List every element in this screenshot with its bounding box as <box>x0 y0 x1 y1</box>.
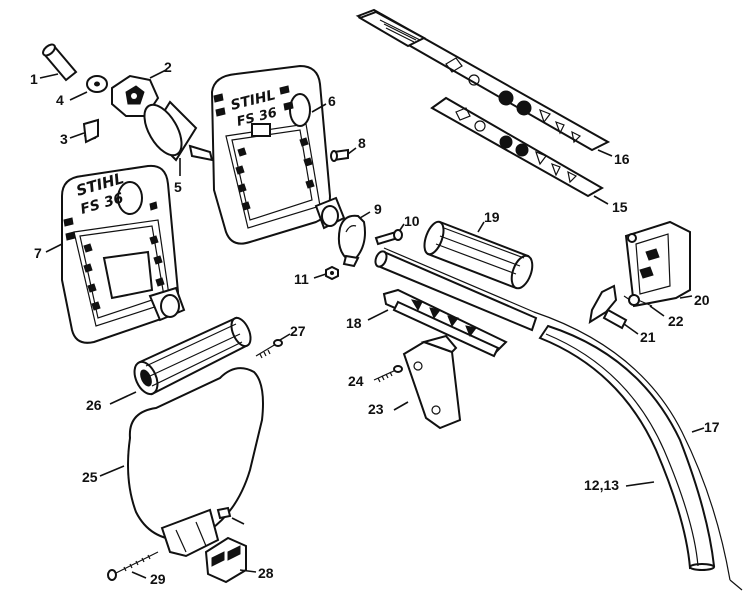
callout-19: 20 <box>694 292 710 308</box>
callout-26: 27 <box>290 323 306 339</box>
callout-12-13: 12,13 <box>584 477 619 493</box>
part-4-washer <box>69 75 108 101</box>
part-23-screw <box>373 365 403 383</box>
part-6-engine-housing: STIHL FS 36 <box>210 64 346 245</box>
callout-2: 2 <box>164 59 172 75</box>
callout-16: 17 <box>704 419 720 435</box>
callout-6: 6 <box>328 93 336 109</box>
callout-15: 16 <box>614 151 630 167</box>
part-20-trigger <box>588 284 639 335</box>
callout-22: 23 <box>368 401 384 417</box>
callout-27: 28 <box>258 565 274 581</box>
part-28-long-screw <box>107 551 159 581</box>
part-2-clutch <box>111 69 167 117</box>
part-16-drive-cable <box>383 247 743 591</box>
part-11-nut <box>313 265 339 281</box>
callout-14: 15 <box>612 199 628 215</box>
part-27-clamp-block <box>204 536 257 584</box>
part-1-sleeve <box>39 43 78 82</box>
callout-10: 10 <box>404 213 420 229</box>
callout-4: 4 <box>56 92 64 108</box>
part-24-loop-handle <box>99 367 264 558</box>
part-14-decal <box>430 96 609 205</box>
callout-5: 5 <box>174 179 182 195</box>
part-5-clutch-drum <box>143 100 214 176</box>
callout-17: 18 <box>346 315 362 331</box>
callout-18: 19 <box>484 209 500 225</box>
callout-25: 26 <box>86 397 102 413</box>
callout-28: 29 <box>150 571 166 587</box>
part-17-handle-shell <box>367 288 508 358</box>
part-9-clamp <box>337 211 371 268</box>
callout-24: 25 <box>82 469 98 485</box>
part-25-handle-grip <box>109 316 252 405</box>
part-8-screw <box>330 147 357 162</box>
part-18-grip-tube <box>423 220 534 290</box>
part-3-spring <box>69 118 99 144</box>
callout-8: 8 <box>358 135 366 151</box>
part-22-handle-cover <box>393 334 462 430</box>
callout-11: 11 <box>294 271 309 287</box>
callout-20: 21 <box>640 329 656 345</box>
callout-7: 7 <box>34 245 42 261</box>
part-10-screw <box>374 223 405 246</box>
part-19-switch-housing <box>624 220 693 308</box>
part-21-torsion-spring <box>623 294 665 317</box>
part-15-decal <box>355 8 613 157</box>
part-29-square-nut <box>216 506 245 525</box>
part-26-screw <box>255 333 291 359</box>
part-7-engine-housing: STIHL FS 36 <box>45 164 186 344</box>
callout-1: 1 <box>30 71 38 87</box>
part-12-13-shaft <box>374 250 716 571</box>
callout-9: 9 <box>374 201 382 217</box>
callout-3: 3 <box>60 131 68 147</box>
callout-21: 22 <box>668 313 684 329</box>
callout-23: 24 <box>348 373 364 389</box>
